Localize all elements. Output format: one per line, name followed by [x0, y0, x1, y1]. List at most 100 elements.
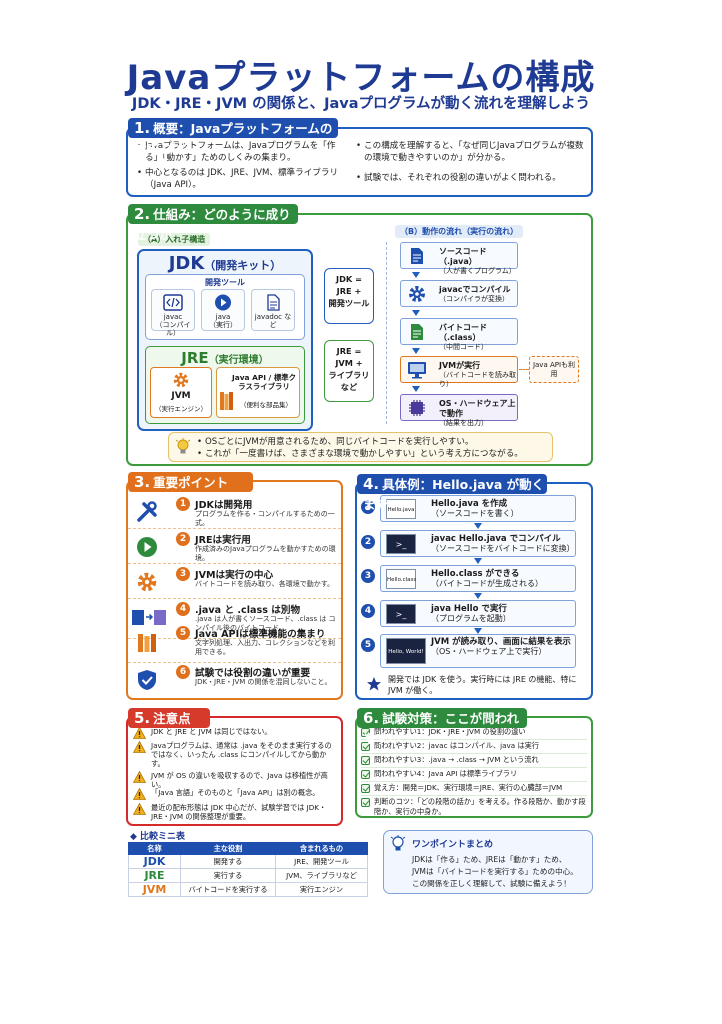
- key-point: 4 .java と .class は別物 .java は人が書くソースコード、.…: [128, 599, 341, 639]
- checkbox-icon: [361, 728, 370, 737]
- checkbox-icon: [361, 784, 370, 793]
- warning-icon: [133, 727, 146, 739]
- table-row: JVM バイトコードを実行する 実行エンジン: [128, 882, 368, 897]
- document-icon: [411, 248, 423, 264]
- overview-bullet: この構成を理解すると、「なぜ同じJavaプログラムが複数の環境で動きやすいのか」…: [356, 140, 584, 164]
- section-example-header: 4.具体例：Hello.java が動くまで: [357, 474, 547, 512]
- key-point: 5 Java APIは標準機能の集まり 文字列処理、入出力、コレクションなどを利…: [128, 623, 341, 663]
- caution-item: Javaプログラムは、通常は .java をそのまま実行するのではなく、いったん…: [133, 741, 338, 768]
- step-number: 2: [361, 535, 375, 549]
- lightbulb-icon: [390, 835, 406, 851]
- table-row: JRE 実行する JVM、ライブラリなど: [128, 868, 368, 883]
- exam-check-item: 問われやすい1：JDK・JRE・JVM の役割の違い: [361, 727, 587, 740]
- section-mechanism-header: 2.仕組み：どのように成り立つか: [128, 204, 298, 242]
- gear-icon: [137, 572, 157, 592]
- portability-tip: OSごとにJVMが用意されるため、同じバイトコードを実行しやすい。 これが「一度…: [168, 432, 553, 462]
- overview-bullet: 試験では、それぞれの役割の違いがよく問われる。: [356, 172, 584, 184]
- gear-icon: [409, 286, 425, 302]
- table-header: 含まれるもの: [275, 842, 368, 855]
- key-point: 3 JVMは実行の中心 バイトコードを読み取り、各環境で動かす。: [128, 564, 341, 599]
- flow-divider: [386, 242, 387, 424]
- jdk-title: JDK（開発キット）: [168, 253, 282, 274]
- section-exam-prep-header: 6.試験対策：ここが問われやすい: [357, 708, 527, 746]
- document-icon: [411, 324, 423, 340]
- tool-javadoc: javadoc など: [251, 289, 295, 331]
- exam-check-item: 覚え方：開発＝JDK、実行環境＝JRE、実行の心臓部＝JVM: [361, 783, 587, 796]
- one-point-summary: ワンポイントまとめ JDKは「作る」ため、JREは「動かす」ため、 JVMは「バ…: [383, 830, 593, 894]
- step-number: 3: [361, 569, 375, 583]
- warning-icon: [133, 788, 146, 800]
- section-key-points-header: 3.重要ポイント: [128, 472, 253, 492]
- step-number: 5: [361, 638, 375, 652]
- step-number: 1: [361, 500, 375, 514]
- shield-check-icon: [138, 670, 156, 690]
- checkbox-icon: [361, 798, 370, 807]
- lightbulb-icon: [175, 438, 191, 454]
- books-icon: [220, 392, 233, 410]
- example-note: 開発では JDK を使う。実行時には JRE の機能、特に JVM が働く。: [388, 675, 577, 695]
- flow-bytecode: バイトコード（.class）（中間コード）: [400, 318, 518, 351]
- flow-compile: javacでコンパイル（コンパイラが変換）: [400, 280, 518, 307]
- section-overview-header: 1.概要：Javaプラットフォームの構成とは？: [128, 118, 338, 156]
- section-cautions: [126, 716, 343, 826]
- flow-os: OS・ハードウェア上で動作（結果を出力）: [400, 394, 518, 427]
- overview-bullet: 中心となるのは JDK、JRE、JVM、標準ライブラリ（Java API）。: [137, 167, 340, 191]
- file-icon: Hello.class: [386, 569, 416, 589]
- comparison-table: 名称 主な役割 含まれるもの JDK 開発する JRE、開発ツール JRE 実行…: [128, 842, 368, 897]
- step-compile: >_ javac Hello.java でコンパイル（ソースコードをバイトコード…: [380, 530, 576, 557]
- java-api-box: Java API / 標準クラスライブラリ （便利な部品集）: [216, 367, 300, 418]
- step-number: 4: [361, 604, 375, 618]
- dev-tools-label: 開発ツール: [205, 278, 245, 287]
- step-run: >_ java Hello で実行（プログラムを起動）: [380, 600, 576, 627]
- document-icon: [267, 294, 280, 311]
- warning-icon: [133, 771, 146, 783]
- key-point: 1 JDKは開発用 プログラムを作る・コンパイルするための一式。: [128, 494, 341, 529]
- key-point: 6 試験では役割の違いが重要 JDK・JRE・JVM の関係を混同しないこと。: [128, 662, 341, 697]
- checkbox-icon: [361, 756, 370, 765]
- caution-item: JDK と JRE と JVM は同じではない。: [133, 727, 338, 739]
- step-class-generated: Hello.class Hello.class ができる（バイトコードが生成され…: [380, 565, 576, 592]
- nested-structure-tag: （A）入れ子構造: [138, 233, 211, 246]
- code-icon: [163, 294, 183, 311]
- table-header: 主な役割: [180, 842, 276, 855]
- section-mechanism: [126, 213, 593, 466]
- checkbox-icon: [361, 770, 370, 779]
- warning-icon: [133, 741, 146, 753]
- page-title: Javaプラットフォームの構成: [126, 58, 596, 98]
- section-overview: [126, 127, 593, 197]
- chip-icon: [409, 400, 425, 416]
- tools-icon: [137, 501, 157, 522]
- java-to-class-icon: [132, 610, 166, 625]
- flow-tag: （B）動作の流れ（実行の流れ）: [395, 225, 524, 238]
- exam-check-item: 判断のコツ：「どの段階の話か」を考える。作る段階か、動かす段階か、実行の中身か。: [361, 797, 587, 817]
- gear-icon: [173, 372, 189, 388]
- table-header: 名称: [128, 842, 181, 855]
- exam-check-item: 問われやすい3：.java → .class → JVM という流れ: [361, 755, 587, 768]
- step-output: Hello, World! JVM が読み取り、画面に結果を表示（OS・ハードウ…: [380, 634, 576, 668]
- page-subtitle: JDK・JRE・JVM の関係と、Javaプログラムが動く流れを理解しよう: [131, 96, 591, 112]
- terminal-icon: >_: [386, 604, 416, 624]
- star-icon: [367, 677, 381, 691]
- exam-check-item: 問われやすい4：Java API は標準ライブラリ: [361, 769, 587, 782]
- play-icon: [215, 294, 231, 311]
- step-create-source: Hello.java Hello.java を作成（ソースコードを書く）: [380, 495, 576, 522]
- monitor-icon: Hello, World!: [386, 638, 426, 664]
- overview-bullet: Javaプラットフォームは、Javaプログラムを「作る」「動かす」ためのしくみの…: [137, 140, 340, 164]
- books-icon: [138, 634, 156, 652]
- terminal-icon: >_: [386, 534, 416, 554]
- flow-jvm: JVMが実行（バイトコードを読み取り）: [400, 356, 518, 388]
- warning-icon: [133, 803, 146, 815]
- jre-equation: JRE =JVM +ライブラリなど: [324, 340, 374, 402]
- caution-item: JVM が OS の違いを吸収するので、Java は移植性が高い。: [133, 771, 338, 789]
- comparison-table-title: ◆ 比較ミニ表: [130, 832, 186, 842]
- tool-javac: javac（コンパイル）: [151, 289, 195, 337]
- tool-java: java（実行）: [201, 289, 245, 331]
- flow-source: ソースコード（.java）（人が書くプログラム）: [400, 242, 518, 275]
- section-cautions-header: 5.注意点: [128, 708, 210, 728]
- caution-item: 「Java 言語」そのものと「Java API」は別の概念。: [133, 788, 338, 800]
- file-icon: Hello.java: [386, 499, 416, 519]
- monitor-icon: [408, 362, 426, 379]
- jre-title: JRE（実行環境）: [181, 349, 269, 367]
- play-icon: [137, 537, 157, 557]
- key-point: 2 JREは実行用 作成済みのJavaプログラムを動かすための環境。: [128, 529, 341, 564]
